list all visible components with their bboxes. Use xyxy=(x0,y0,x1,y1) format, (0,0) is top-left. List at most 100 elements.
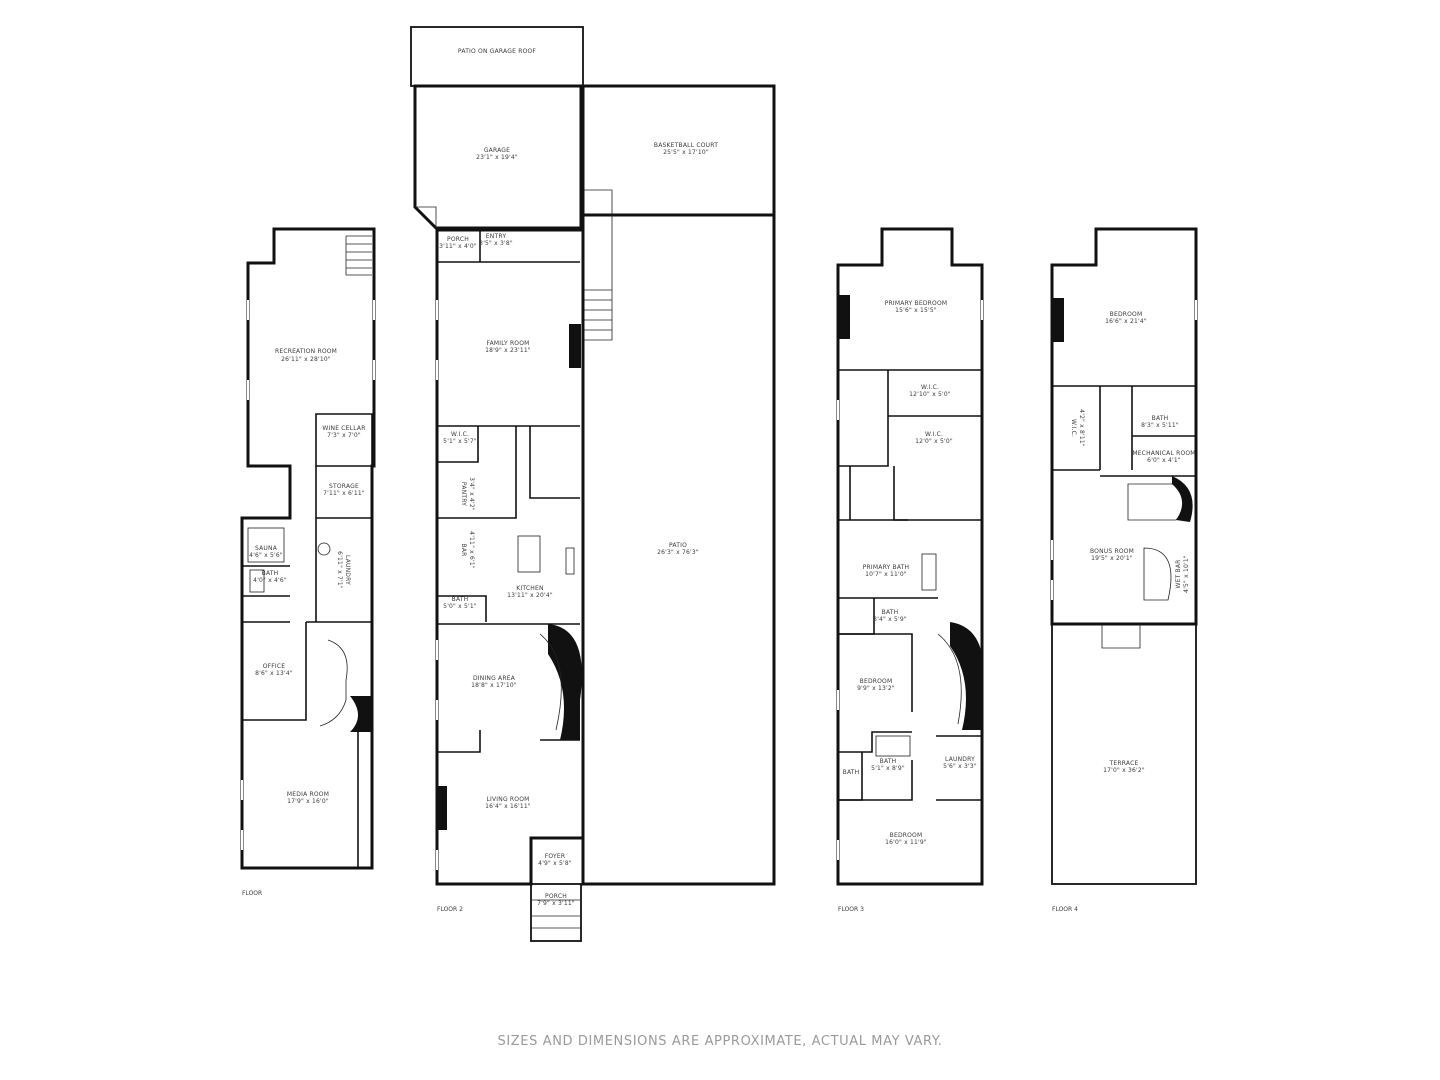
room-label: GARAGE xyxy=(484,147,510,154)
room-label: KITCHEN xyxy=(516,585,543,592)
room-label: MECHANICAL ROOM xyxy=(1132,450,1195,457)
room-label: LAUNDRY xyxy=(344,555,351,585)
room-dims: 12'10" x 5'0" xyxy=(909,391,951,398)
room-label: PATIO xyxy=(669,542,687,549)
room-dims: 18'8" x 17'10" xyxy=(471,682,517,689)
room-dims: 25'5" x 17'10" xyxy=(663,149,709,156)
room-label: BEDROOM xyxy=(890,832,923,839)
floor-4-labels: BEDROOM 16'6" x 21'4" W.I.C. 4'2" x 8'11… xyxy=(1052,311,1195,913)
room-label: BATH xyxy=(843,769,860,776)
room-dims: 18'9" x 23'11" xyxy=(485,347,531,354)
disclaimer-text: SIZES AND DIMENSIONS ARE APPROXIMATE, AC… xyxy=(497,1034,943,1049)
room-label: STORAGE xyxy=(329,483,359,490)
room-label: PRIMARY BEDROOM xyxy=(885,300,948,307)
room-dims: 8'3" x 5'11" xyxy=(1141,422,1179,429)
floor-4-plan xyxy=(1050,227,1198,885)
room-dims: 6'0" x 4'1" xyxy=(1147,457,1181,464)
floor-2-plan xyxy=(410,26,776,942)
room-label: W.I.C. xyxy=(921,384,939,391)
floor-1-outline xyxy=(240,227,376,870)
room-dims: 4'11" x 6'1" xyxy=(468,531,475,569)
room-label: BATH xyxy=(452,596,469,603)
floor-3-plan xyxy=(836,227,984,886)
room-dims: 7'9" x 3'11" xyxy=(537,900,575,907)
room-label: SAUNA xyxy=(255,545,278,552)
room-label: PORCH xyxy=(545,893,567,900)
floor-2-outline xyxy=(435,228,585,886)
room-dims: 10'7" x 11'0" xyxy=(865,571,907,578)
room-label: PORCH xyxy=(447,236,469,243)
room-label: PRIMARY BATH xyxy=(863,564,910,571)
room-label: MEDIA ROOM xyxy=(287,791,329,798)
garage xyxy=(413,84,583,230)
room-dims: 7'11" x 6'11" xyxy=(323,490,365,497)
room-label: BATH xyxy=(262,570,279,577)
room-label: PATIO ON GARAGE ROOF xyxy=(458,48,536,55)
room-dims: 16'4" x 16'11" xyxy=(485,803,531,810)
room-label: W.I.C. xyxy=(451,431,469,438)
room-dims: 16'6" x 21'4" xyxy=(1105,318,1147,325)
room-label: LIVING ROOM xyxy=(486,796,529,803)
room-dims: 17'0" x 36'2" xyxy=(1103,767,1145,774)
room-label: BATH xyxy=(882,609,899,616)
room-label: BASKETBALL COURT xyxy=(654,142,718,149)
room-dims: 5'0" x 5'1" xyxy=(443,603,477,610)
room-dims: 4'9" x 5'8" xyxy=(538,860,572,867)
floor-2-labels: PATIO ON GARAGE ROOF GARAGE 23'1" x 19'4… xyxy=(437,48,718,913)
room-label: LAUNDRY xyxy=(945,756,975,763)
room-label: BAR xyxy=(460,544,467,557)
floor-1-plan xyxy=(240,227,376,870)
room-label: FOYER xyxy=(545,853,565,860)
room-dims: 26'3" x 76'3" xyxy=(657,549,699,556)
room-label: PANTRY xyxy=(460,482,467,506)
room-dims: 13'11" x 20'4" xyxy=(507,592,553,599)
room-label: DINING AREA xyxy=(473,675,516,682)
room-dims: 8'6" x 13'4" xyxy=(255,670,293,677)
room-label: ENTRY xyxy=(486,233,507,240)
room-label: BATH xyxy=(880,758,897,765)
room-dims: 4'2" x 8'11" xyxy=(1078,409,1085,447)
room-dims: 15'6" x 15'5" xyxy=(895,307,937,314)
room-label: WINE CELLAR xyxy=(322,425,365,432)
room-dims: 17'9" x 16'0" xyxy=(287,798,329,805)
room-dims: 3'4" x 5'9" xyxy=(873,616,907,623)
room-dims: 6'11" x 7'1" xyxy=(336,551,343,589)
room-dims: 26'11" x 28'10" xyxy=(281,356,331,363)
floor-3-outline xyxy=(836,227,984,886)
room-label: BATH xyxy=(1152,415,1169,422)
room-dims: 19'5" x 20'1" xyxy=(1091,555,1133,562)
room-dims: 9'9" x 13'2" xyxy=(857,685,895,692)
porch-front xyxy=(530,883,582,942)
room-dims: 3'5" x 3'8" xyxy=(479,240,513,247)
room-dims: 5'1" x 5'7" xyxy=(443,438,477,445)
floor-label: FLOOR 2 xyxy=(437,906,463,913)
room-dims: 7'3" x 7'0" xyxy=(327,432,361,439)
room-dims: 5'1" x 8'9" xyxy=(871,765,905,772)
room-dims: 4'5" x 10'1" xyxy=(1183,555,1190,593)
room-label: WET BAR xyxy=(1175,559,1182,588)
floor-label: FLOOR xyxy=(242,890,262,897)
room-label: W.I.C. xyxy=(1070,419,1077,437)
floor-label: FLOOR 4 xyxy=(1052,906,1078,913)
terrace xyxy=(1051,623,1197,885)
room-dims: 3'11" x 4'0" xyxy=(439,243,477,250)
room-dims: 12'0" x 5'0" xyxy=(915,438,953,445)
room-dims: 23'1" x 19'4" xyxy=(476,154,518,161)
room-label: TERRACE xyxy=(1109,760,1139,767)
room-label: BEDROOM xyxy=(1110,311,1143,318)
floor-3-labels: PRIMARY BEDROOM 15'6" x 15'5" W.I.C. 12'… xyxy=(838,300,977,913)
room-label: W.I.C. xyxy=(925,431,943,438)
room-dims: 16'0" x 11'9" xyxy=(885,839,927,846)
room-label: RECREATION ROOM xyxy=(275,348,337,355)
room-dims: 4'0" x 4'6" xyxy=(253,577,287,584)
floor-1-labels: RECREATION ROOM 26'11" x 28'10" WINE CEL… xyxy=(242,348,365,897)
room-label: OFFICE xyxy=(263,663,286,670)
room-dims: 3'4" x 4'2" xyxy=(468,477,475,511)
room-label: BONUS ROOM xyxy=(1090,548,1134,555)
room-label: FAMILY ROOM xyxy=(486,340,529,347)
room-dims: 5'6" x 3'3" xyxy=(943,763,977,770)
room-dims: 4'6" x 5'6" xyxy=(249,552,283,559)
room-label: BEDROOM xyxy=(860,678,893,685)
floor-label: FLOOR 3 xyxy=(838,906,864,913)
